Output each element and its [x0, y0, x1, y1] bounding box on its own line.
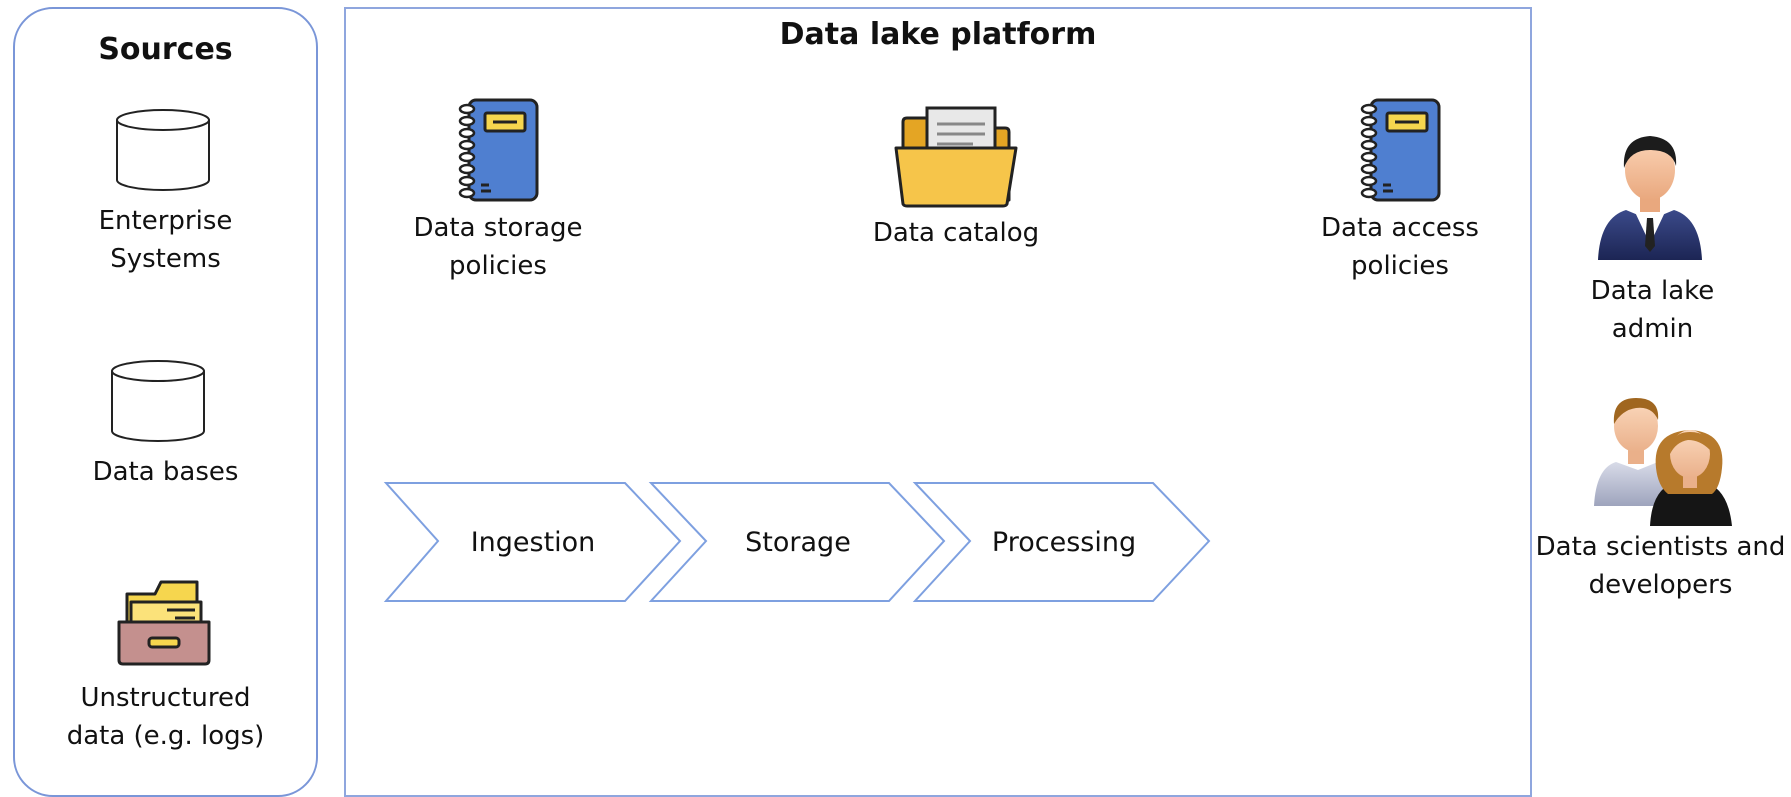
cylinder-icon [113, 106, 213, 196]
pipeline-step-processing: Processing [912, 482, 1211, 602]
cylinder-icon [108, 357, 208, 447]
platform-label-data-catalog: Data catalog [872, 218, 1040, 248]
pipeline-label-storage: Storage [745, 527, 851, 558]
pipeline-label-ingestion: Ingestion [471, 527, 596, 558]
pipeline: Ingestion Storage Processing [383, 482, 1211, 602]
user-label-data-lake-admin: Data lake admin [1590, 276, 1715, 344]
businessman-icon [1590, 128, 1710, 264]
file-drawer-icon [115, 572, 213, 668]
user-label-data-scientists-developers: Data scientists and developers [1535, 532, 1786, 600]
source-label-data-bases: Data bases [92, 457, 239, 487]
pipeline-step-storage: Storage [648, 482, 946, 602]
pipeline-label-processing: Processing [992, 527, 1136, 558]
user-group-icon [1592, 388, 1742, 528]
folder-icon [893, 104, 1019, 210]
platform-label-data-access-policies: Data access policies [1321, 213, 1479, 281]
pipeline-step-ingestion: Ingestion [383, 482, 682, 602]
source-label-unstructured-data: Unstructured data (e.g. logs) [66, 683, 265, 751]
platform-title: Data lake platform [779, 17, 1097, 52]
source-label-enterprise-systems: Enterprise Systems [98, 206, 233, 274]
sources-title: Sources [98, 32, 233, 67]
platform-label-data-storage-policies: Data storage policies [413, 213, 583, 281]
notebook-icon [1357, 97, 1443, 203]
notebook-icon [455, 97, 541, 203]
